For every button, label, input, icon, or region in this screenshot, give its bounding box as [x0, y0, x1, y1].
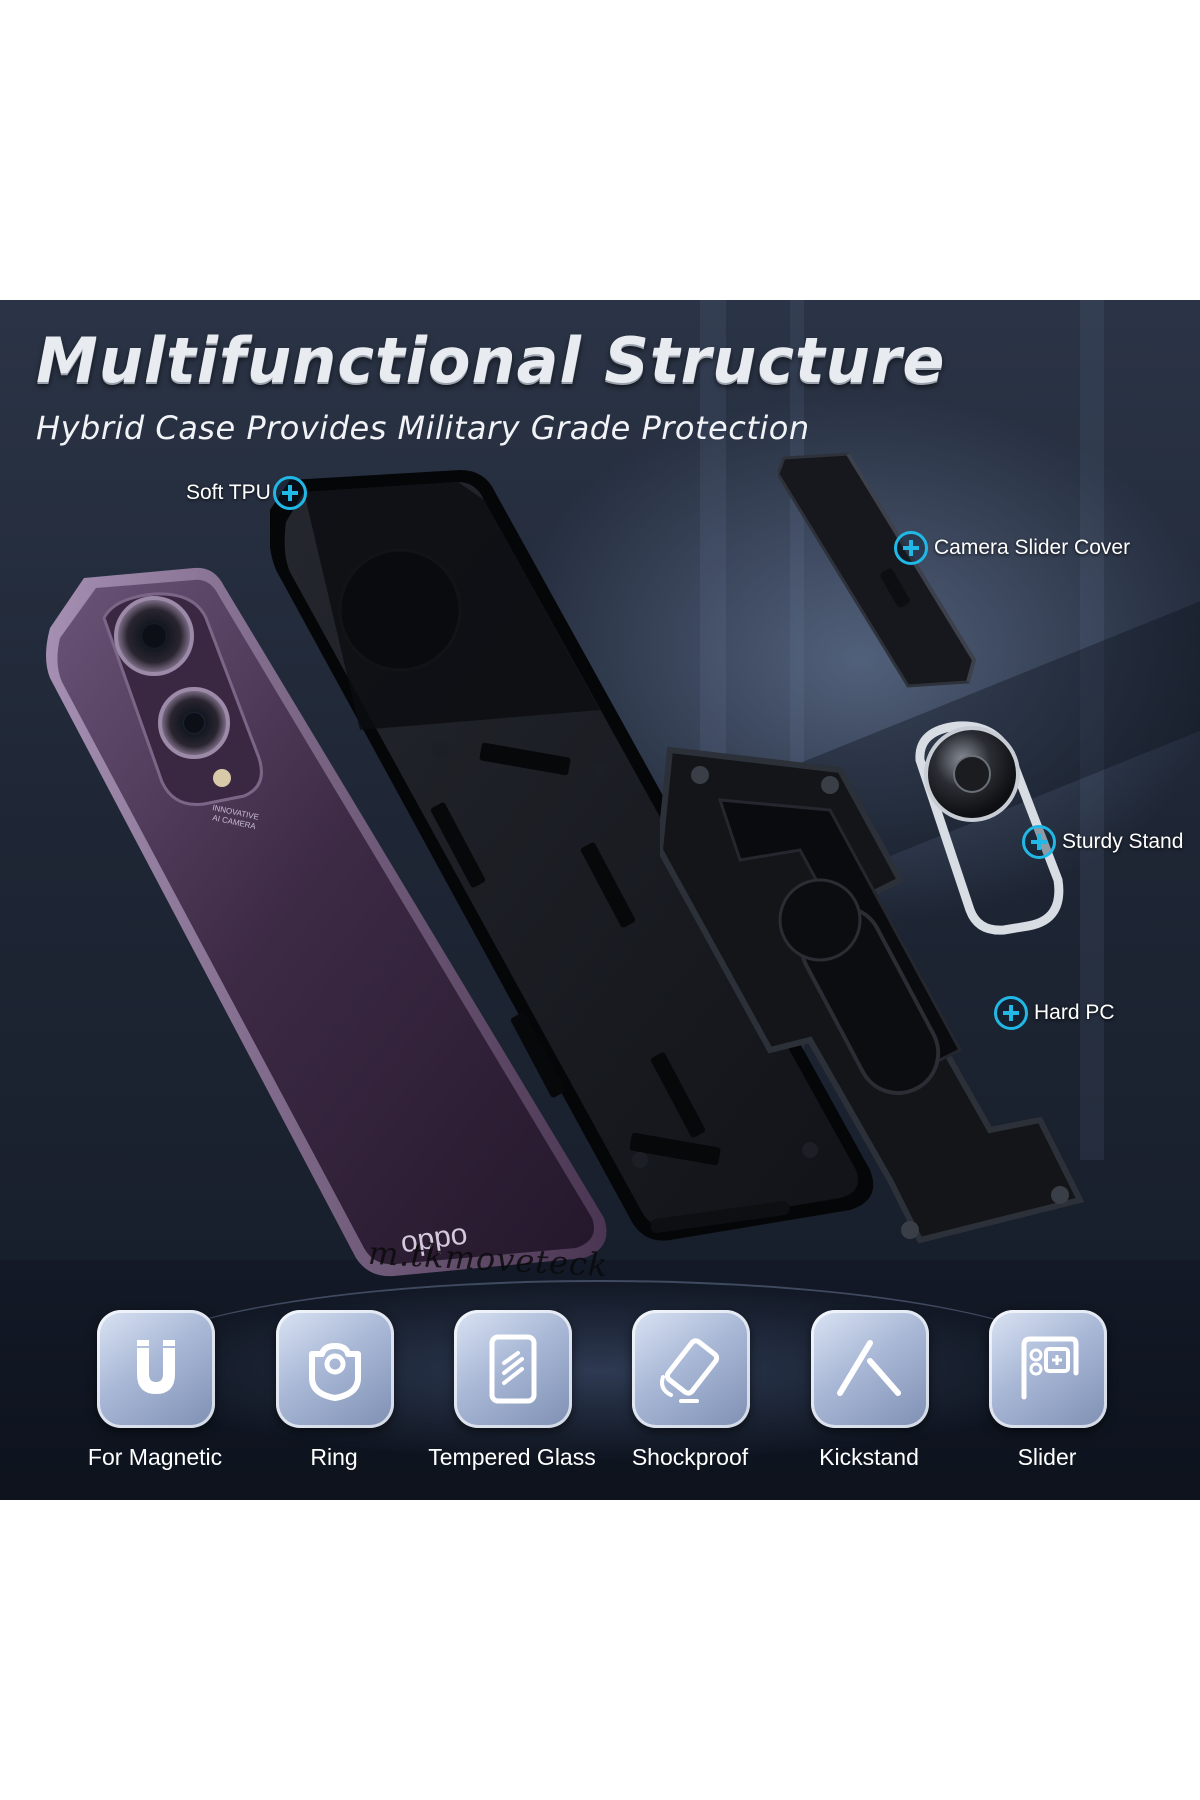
feature-list: For Magnetic Ring Tempered Glass [0, 1310, 1200, 1490]
feature-slider: Slider [957, 1310, 1137, 1490]
feature-ring: Ring [244, 1310, 424, 1490]
phone-image: INNOVATIVE AI CAMERA oppo [46, 567, 607, 1277]
background-stripe [1080, 300, 1104, 1160]
banner-title: Multifunctional Structure [36, 324, 946, 397]
feature-label: Shockproof [631, 1444, 749, 1470]
feature-tile [97, 1310, 215, 1428]
callout-camera-slider-cover: Camera Slider Cover [894, 531, 1130, 565]
callout-soft-tpu-label: Soft TPU [186, 481, 271, 504]
callout-soft-tpu: Soft TPU [186, 476, 307, 510]
callout-hard-pc: Hard PC [994, 996, 1115, 1030]
kickstand-icon [837, 1340, 901, 1396]
feature-label: Slider [1017, 1444, 1077, 1470]
feature-shockproof: Shockproof [600, 1310, 780, 1490]
feature-kickstand: Kickstand [779, 1310, 959, 1490]
shockproof-icon [660, 1338, 720, 1403]
feature-tile [454, 1310, 572, 1428]
plus-icon [272, 476, 307, 510]
feature-tile [276, 1310, 394, 1428]
ring-stand-image [915, 721, 1064, 935]
hard-pc-frame-image [660, 746, 1085, 1244]
tempered-glass-icon [489, 1334, 537, 1404]
feature-tempered-glass: Tempered Glass [422, 1310, 602, 1490]
callout-hard-pc-label: Hard PC [1034, 1001, 1115, 1024]
magnet-icon [137, 1340, 175, 1394]
plus-icon [994, 996, 1028, 1030]
banner-subtitle: Hybrid Case Provides Military Grade Prot… [36, 409, 810, 447]
feature-tile [989, 1310, 1107, 1428]
slider-icon [1021, 1336, 1079, 1400]
feature-label: Ring [310, 1444, 358, 1470]
plus-icon [894, 531, 928, 565]
callout-sturdy-stand: Sturdy Stand [1022, 825, 1183, 859]
feature-magnetic: For Magnetic [65, 1310, 245, 1490]
feature-tile [811, 1310, 929, 1428]
callout-sturdy-stand-label: Sturdy Stand [1062, 830, 1184, 853]
feature-label: Kickstand [819, 1444, 919, 1470]
plus-icon [1022, 825, 1056, 859]
feature-label: For Magnetic [87, 1444, 223, 1470]
product-banner: Multifunctional Structure Hybrid Case Pr… [0, 300, 1200, 1500]
case-image [270, 470, 874, 1241]
feature-tile [632, 1310, 750, 1428]
ring-icon [309, 1343, 361, 1401]
feature-label: Tempered Glass [428, 1444, 596, 1470]
callout-camera-slider-cover-label: Camera Slider Cover [934, 536, 1131, 559]
camera-slider-cover-image [778, 452, 977, 688]
